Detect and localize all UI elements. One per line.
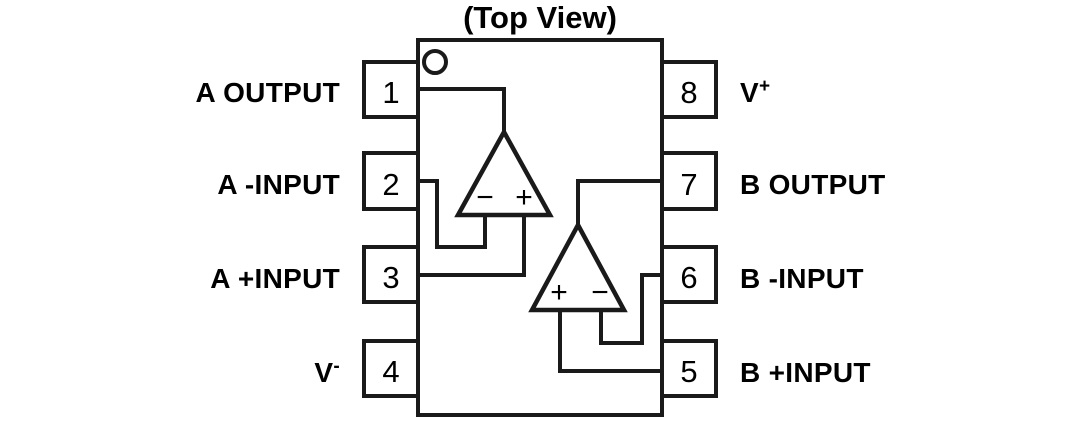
pin-label-2-text: A -INPUT — [217, 169, 340, 200]
pin-number-3: 3 — [382, 260, 399, 295]
pin-label-2: A -INPUT — [217, 169, 340, 200]
pin-number-2: 2 — [382, 167, 399, 202]
wire-pin1-to-ampA-output — [416, 87, 506, 134]
pin-label-3: A +INPUT — [210, 263, 340, 294]
op-amp-a-plus-sign: + — [515, 181, 533, 214]
pin-number-5: 5 — [680, 354, 697, 389]
pin-box-8[interactable]: 8 — [660, 60, 718, 119]
op-amp-b-symbol — [528, 220, 628, 313]
pin-label-6-text: B -INPUT — [740, 263, 864, 294]
op-amp-a-symbol — [454, 127, 554, 218]
pin-number-6: 6 — [680, 260, 697, 295]
wire-pin7-to-ampB-output — [576, 179, 664, 227]
pin-label-1-text: A OUTPUT — [196, 77, 340, 108]
package-body — [416, 38, 664, 417]
pin-label-4-text: V — [314, 357, 333, 388]
pin-label-4: V- — [314, 356, 340, 388]
pin-label-6: B -INPUT — [740, 263, 864, 294]
pin-label-5: B +INPUT — [740, 357, 871, 388]
pin-number-4: 4 — [382, 354, 399, 389]
op-amp-b-minus-sign: − — [591, 276, 609, 309]
pin-label-8-sup: + — [759, 76, 770, 97]
pin-label-4-sup: - — [333, 356, 340, 377]
pin-label-7: B OUTPUT — [740, 169, 886, 200]
pin-label-8: V+ — [740, 76, 770, 108]
pin-box-1[interactable]: 1 — [362, 60, 420, 119]
pin-number-7: 7 — [680, 167, 697, 202]
wire-pin6-to-ampB-minus — [599, 273, 664, 345]
wire-pin3-to-ampA-plus — [416, 213, 526, 277]
pin-box-5[interactable]: 5 — [660, 339, 718, 398]
pin-number-8: 8 — [680, 75, 697, 110]
pin-label-8-text: V — [740, 77, 759, 108]
pin-box-3[interactable]: 3 — [362, 245, 420, 304]
pin-label-7-text: B OUTPUT — [740, 169, 886, 200]
pin-box-7[interactable]: 7 — [660, 151, 718, 211]
pin-box-4[interactable]: 4 — [362, 339, 420, 398]
pin-1-dot-icon — [422, 49, 448, 75]
pin-box-2[interactable]: 2 — [362, 151, 420, 211]
wire-pin2-to-ampA-minus — [416, 179, 487, 249]
wire-pin5-to-ampB-plus — [558, 308, 664, 373]
pin-label-5-text: B +INPUT — [740, 357, 871, 388]
pin-label-1: A OUTPUT — [196, 77, 340, 108]
op-amp-b-plus-sign: + — [550, 276, 568, 309]
pin-label-3-text: A +INPUT — [210, 263, 340, 294]
pin-box-6[interactable]: 6 — [660, 245, 718, 304]
page-title: (Top View) — [463, 0, 617, 35]
pin-number-1: 1 — [382, 75, 399, 110]
op-amp-a-minus-sign: − — [476, 181, 494, 214]
